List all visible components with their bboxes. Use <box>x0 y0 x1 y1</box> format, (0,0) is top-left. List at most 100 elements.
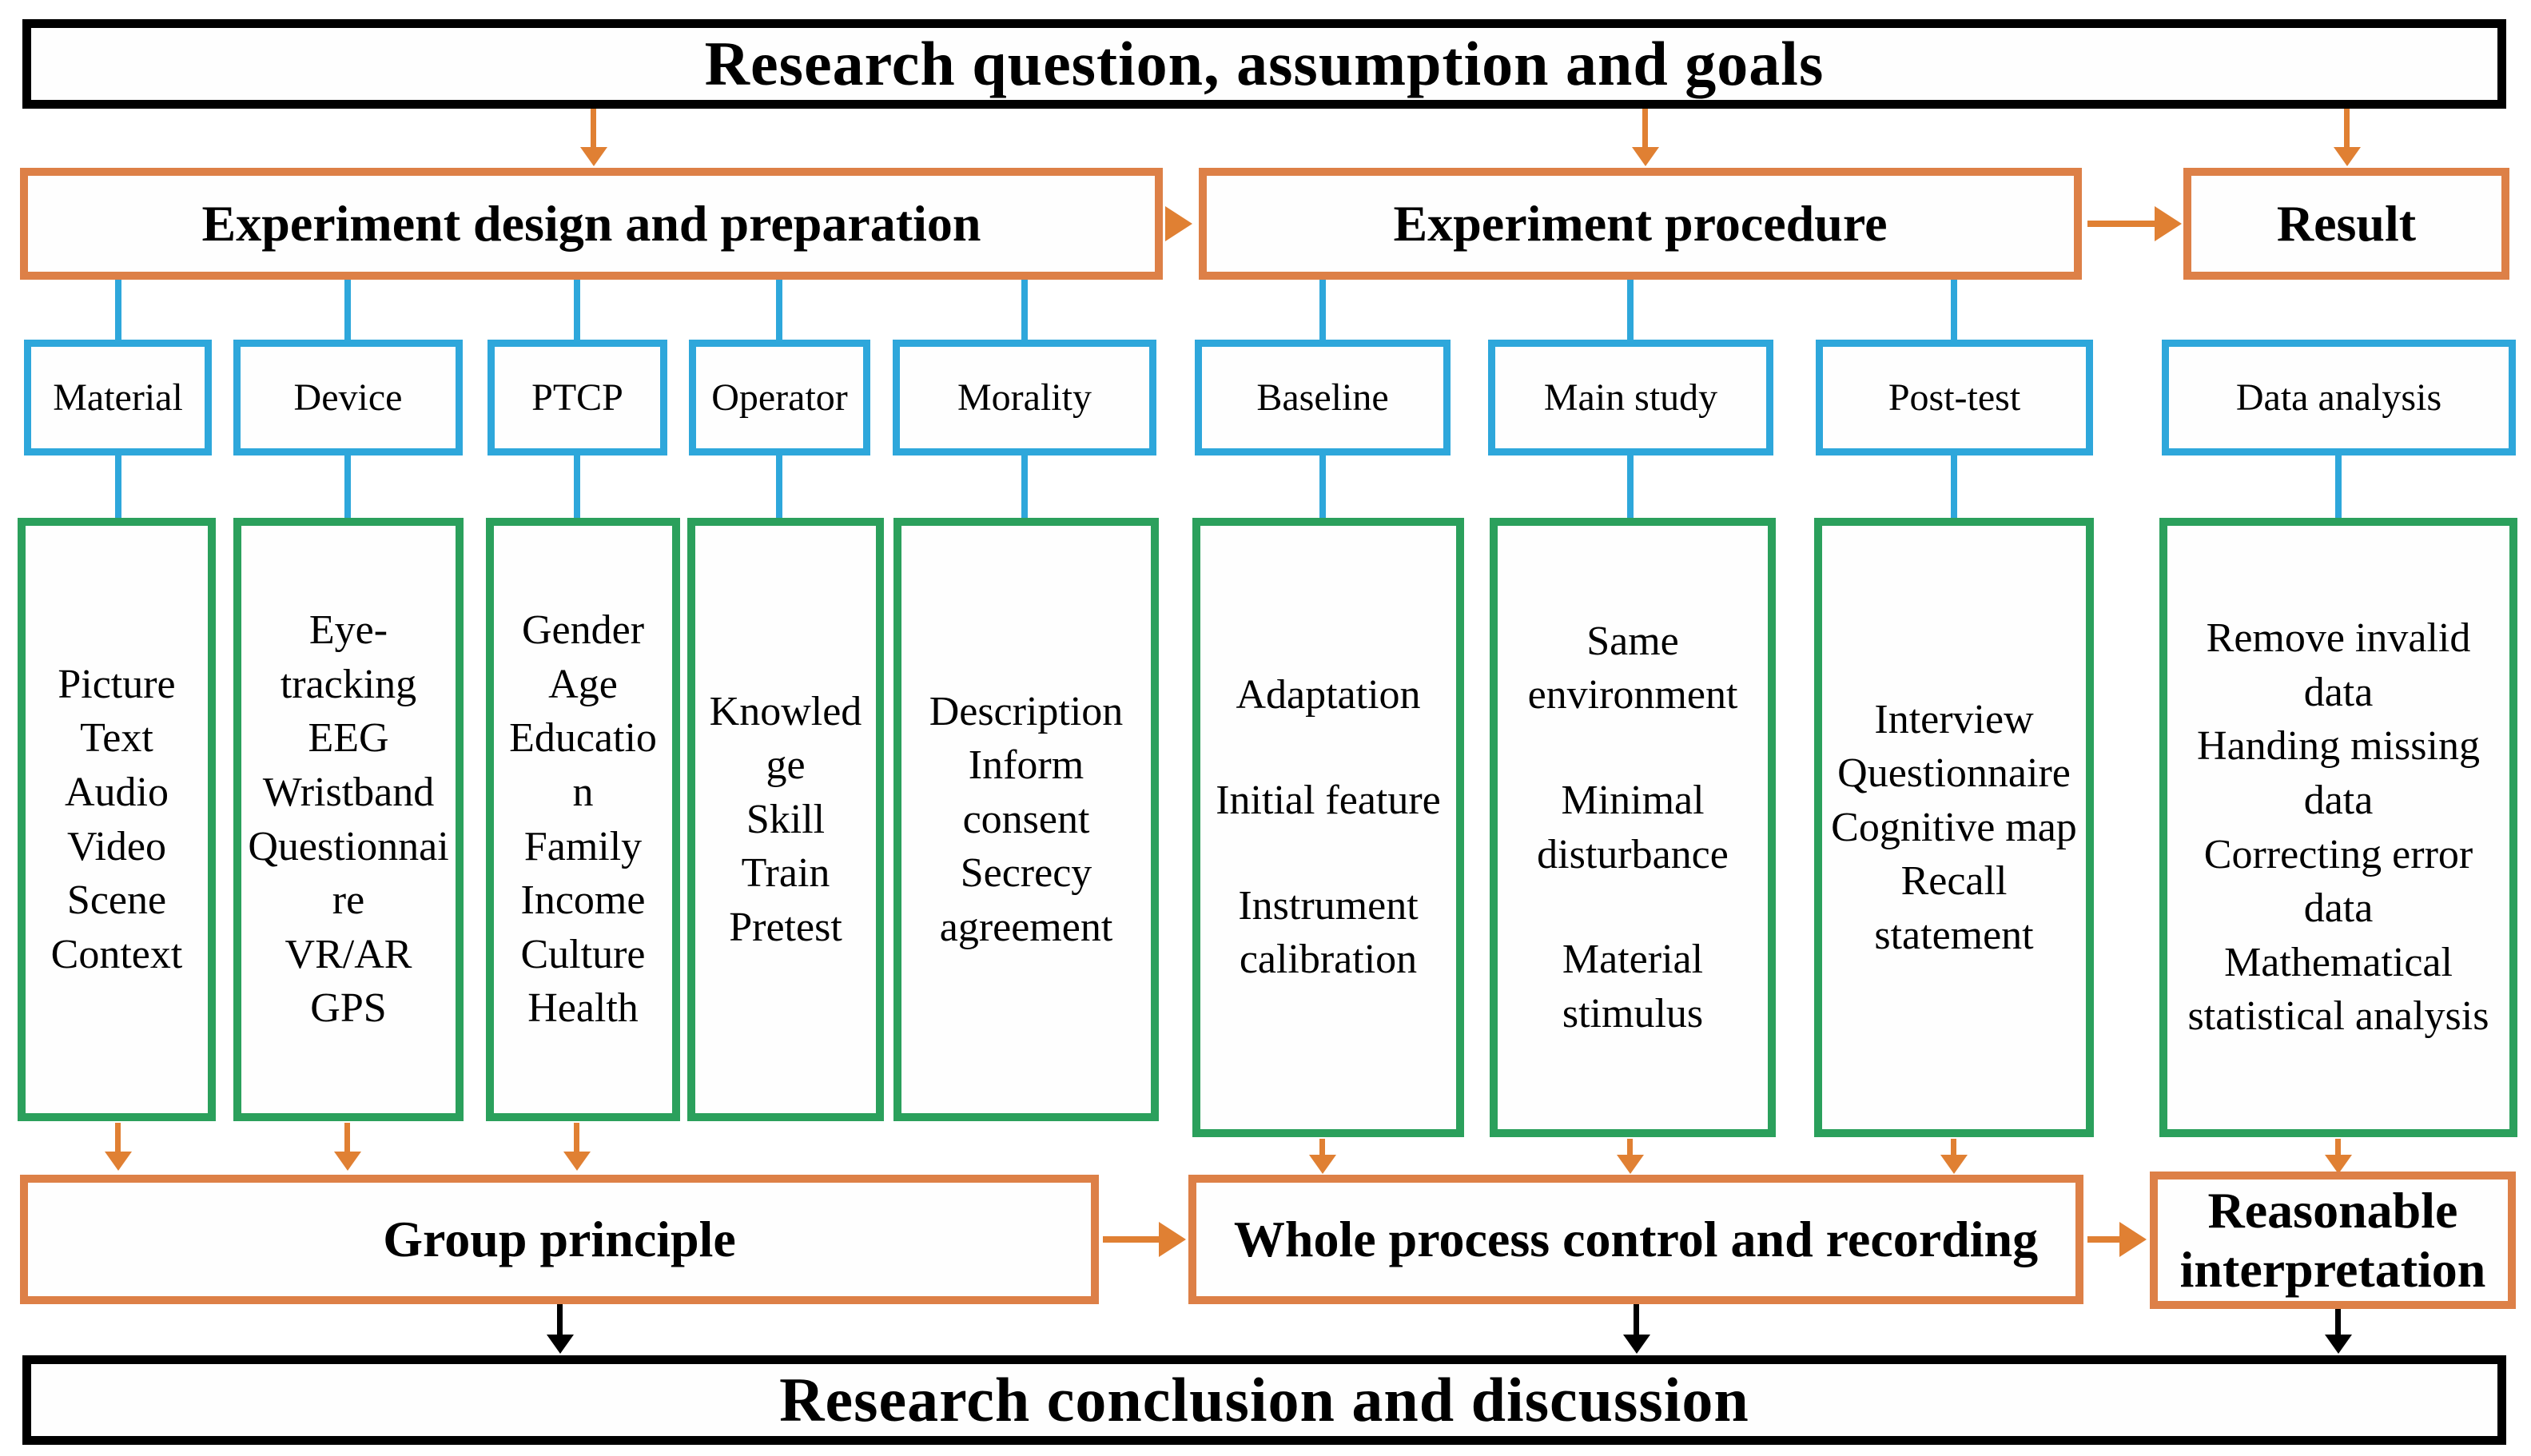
category-box-baseline: Baseline <box>1195 340 1451 455</box>
category-label-material: Material <box>53 376 183 419</box>
detail-item: Age <box>548 661 618 707</box>
bottom-banner-label: Research conclusion and discussion <box>779 1365 1749 1434</box>
detail-item: Mathematical statistical analysis <box>2187 939 2489 1040</box>
link-design-operator <box>776 280 782 340</box>
category-label-baseline: Baseline <box>1256 376 1389 419</box>
detail-item: Description <box>929 688 1124 734</box>
detail-item: Video <box>67 823 166 869</box>
detail-item: Remove invalid data <box>2206 615 2471 715</box>
control-label: Whole process control and recording <box>1233 1211 2039 1268</box>
category-label-morality: Morality <box>957 376 1092 419</box>
summary-box-control: Whole process control and recording <box>1188 1175 2083 1304</box>
detail-item: Gender <box>521 607 645 654</box>
category-box-morality: Morality <box>893 340 1156 455</box>
detail-item: Eye-tracking <box>280 607 417 707</box>
link-dataanalysis-detail <box>2335 455 2342 519</box>
detail-item: Family <box>523 823 643 869</box>
detail-item: Cognitive map <box>1831 804 2077 850</box>
category-label-ptcp: PTCP <box>531 376 623 419</box>
groupprinciple-label: Group principle <box>383 1211 736 1268</box>
bottom-banner: Research conclusion and discussion <box>22 1355 2506 1445</box>
link-ptcp-detail <box>574 455 580 519</box>
category-box-posttest: Post-test <box>1816 340 2093 455</box>
summary-box-interpretation: Reasonable interpretation <box>2150 1172 2516 1309</box>
detail-item: Instrument calibration <box>1238 882 1419 983</box>
detail-item: Scene <box>66 877 167 924</box>
arrow-line-procedure-to-result <box>2087 221 2156 227</box>
arrow-down-to-procedure <box>1642 109 1648 147</box>
arrow-line-groupprinciple-to-control <box>1103 1236 1160 1243</box>
detail-item: Questionnaire <box>1837 750 2071 797</box>
link-procedure-mainstudy <box>1627 280 1634 340</box>
link-baseline-detail <box>1319 455 1326 519</box>
category-box-device: Device <box>233 340 463 455</box>
arrow-right-groupprinciple-to-control <box>1159 1222 1186 1257</box>
link-design-morality <box>1021 280 1028 340</box>
detail-box-mainstudy: Same environment Minimal disturbance Mat… <box>1490 518 1776 1137</box>
detail-item: Culture <box>520 931 646 977</box>
top-banner: Research question, assumption and goals <box>22 19 2506 109</box>
detail-item: Text <box>80 715 153 762</box>
arrow-right-procedure-to-result <box>2155 206 2182 241</box>
detail-box-morality: Description Inform consent Secrecy agree… <box>893 518 1159 1121</box>
detail-item: Context <box>50 931 183 977</box>
interpretation-label: Reasonable interpretation <box>2179 1182 2486 1298</box>
link-morality-detail <box>1021 455 1028 519</box>
arrow-interpretation-to-conclusion <box>2335 1309 2341 1335</box>
detail-item: Knowledge <box>709 688 862 789</box>
detail-item: Correcting error data <box>2203 831 2473 932</box>
detail-box-material: Picture Text Audio Video Scene Context <box>18 518 216 1121</box>
link-mainstudy-detail <box>1627 455 1634 519</box>
category-label-device: Device <box>293 376 403 419</box>
stage-box-design: Experiment design and preparation <box>20 168 1163 280</box>
link-design-device <box>344 280 351 340</box>
link-material-detail <box>115 455 121 519</box>
detail-item: Inform consent <box>962 742 1090 842</box>
detail-item: EEG <box>308 715 389 762</box>
detail-box-ptcp: Gender Age Education Family Income Cultu… <box>486 518 680 1121</box>
detail-item: Material stimulus <box>1562 937 1704 1036</box>
stage-box-result: Result <box>2183 168 2509 280</box>
arrow-posttest-to-control <box>1951 1139 1956 1155</box>
detail-item: Questionnaire <box>248 823 449 924</box>
top-banner-label: Research question, assumption and goals <box>704 29 1825 98</box>
detail-item: Health <box>527 985 639 1032</box>
category-label-posttest: Post-test <box>1888 376 2021 419</box>
summary-box-groupprinciple: Group principle <box>20 1175 1099 1304</box>
category-label-mainstudy: Main study <box>1543 376 1718 419</box>
detail-box-dataanalysis: Remove invalid data Handing missing data… <box>2159 518 2517 1137</box>
detail-item: Recall statement <box>1874 858 2034 958</box>
detail-item: Same environment <box>1527 618 1738 718</box>
detail-item: Train <box>741 850 830 897</box>
stage-box-procedure: Experiment procedure <box>1199 168 2082 280</box>
arrow-dataanalysis-to-interpretation <box>2335 1139 2341 1155</box>
arrow-material-to-groupprinciple <box>115 1123 121 1152</box>
stage-design-label: Experiment design and preparation <box>201 195 981 252</box>
detail-item: Education <box>509 715 657 815</box>
link-design-material <box>115 280 121 340</box>
link-procedure-posttest <box>1951 280 1957 340</box>
category-box-material: Material <box>24 340 212 455</box>
detail-item: VR/AR <box>285 931 412 977</box>
arrow-ptcp-to-groupprinciple <box>574 1123 579 1152</box>
detail-box-baseline: Adaptation Initial feature Instrument ca… <box>1192 518 1464 1137</box>
detail-item: Skill <box>746 796 826 842</box>
link-procedure-baseline <box>1319 280 1326 340</box>
category-label-dataanalysis: Data analysis <box>2235 376 2442 419</box>
arrow-right-control-to-interpretation <box>2119 1222 2147 1257</box>
link-operator-detail <box>776 455 782 519</box>
detail-item: Minimal disturbance <box>1537 777 1729 877</box>
arrow-line-control-to-interpretation <box>2087 1236 2123 1243</box>
arrow-groupprinciple-to-conclusion <box>557 1304 563 1335</box>
arrow-down-to-design <box>591 109 596 147</box>
category-box-operator: Operator <box>689 340 870 455</box>
arrow-right-design-to-procedure <box>1165 206 1192 241</box>
category-box-ptcp: PTCP <box>487 340 667 455</box>
category-box-mainstudy: Main study <box>1488 340 1773 455</box>
stage-result-label: Result <box>2276 195 2417 252</box>
category-box-dataanalysis: Data analysis <box>2162 340 2516 455</box>
detail-item: Handing missing data <box>2197 723 2480 823</box>
arrow-baseline-to-control <box>1319 1139 1325 1155</box>
detail-item: Picture <box>58 661 176 707</box>
arrow-device-to-groupprinciple <box>344 1123 350 1152</box>
